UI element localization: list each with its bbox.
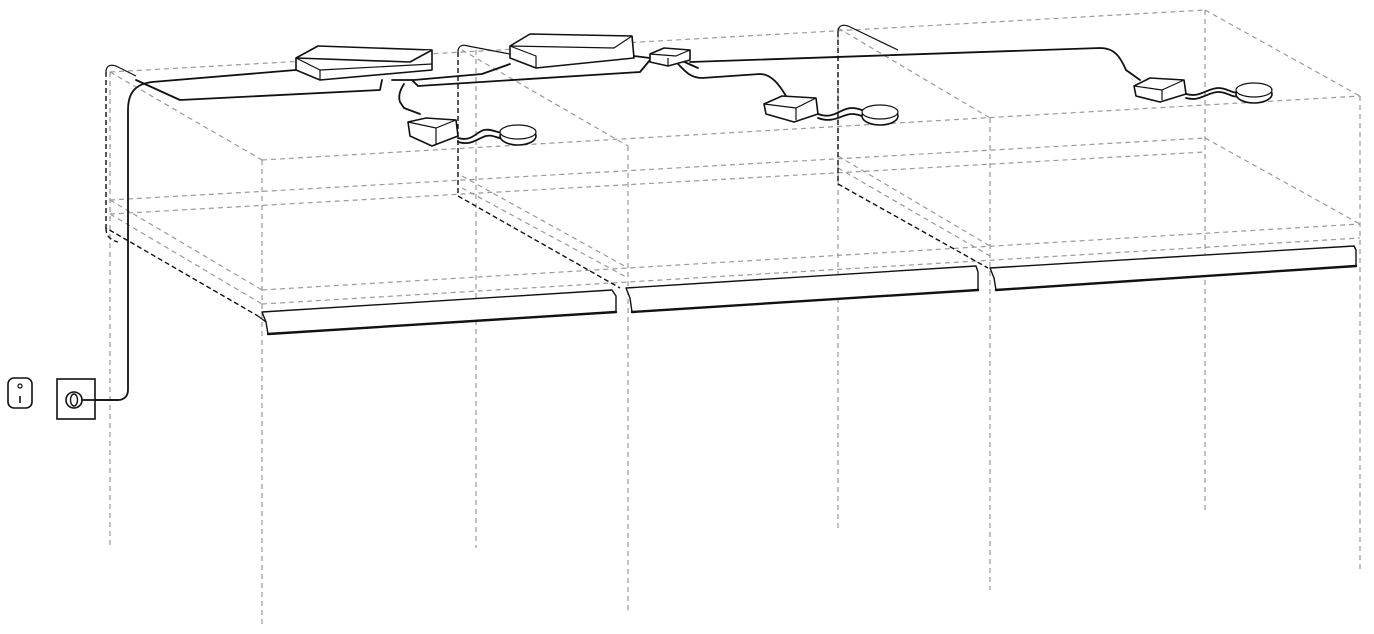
- power-supply-left: [295, 45, 433, 81]
- power-cable: [91, 69, 297, 401]
- power-socket-icon: [56, 378, 96, 420]
- sensor-middle: [861, 104, 899, 126]
- cable-splitter: [649, 47, 691, 67]
- driver-box-middle: [763, 95, 819, 123]
- sensor-left: [499, 124, 537, 146]
- power-supply-middle: [509, 33, 635, 69]
- sensor-right: [1235, 82, 1273, 104]
- sensor-cable-right: [1185, 87, 1239, 96]
- front-rail-left: [257, 289, 618, 336]
- hidden-edges: [105, 32, 989, 317]
- wall-outlet-icon: [7, 377, 33, 409]
- driver-box-right: [1133, 77, 1187, 103]
- desktop-edges: [105, 24, 899, 77]
- cables: [91, 47, 1141, 401]
- front-rail-middle: [625, 265, 980, 314]
- front-rail-right: [989, 245, 1358, 292]
- sensor-cable-left: [457, 128, 507, 140]
- driver-box-left: [407, 117, 459, 147]
